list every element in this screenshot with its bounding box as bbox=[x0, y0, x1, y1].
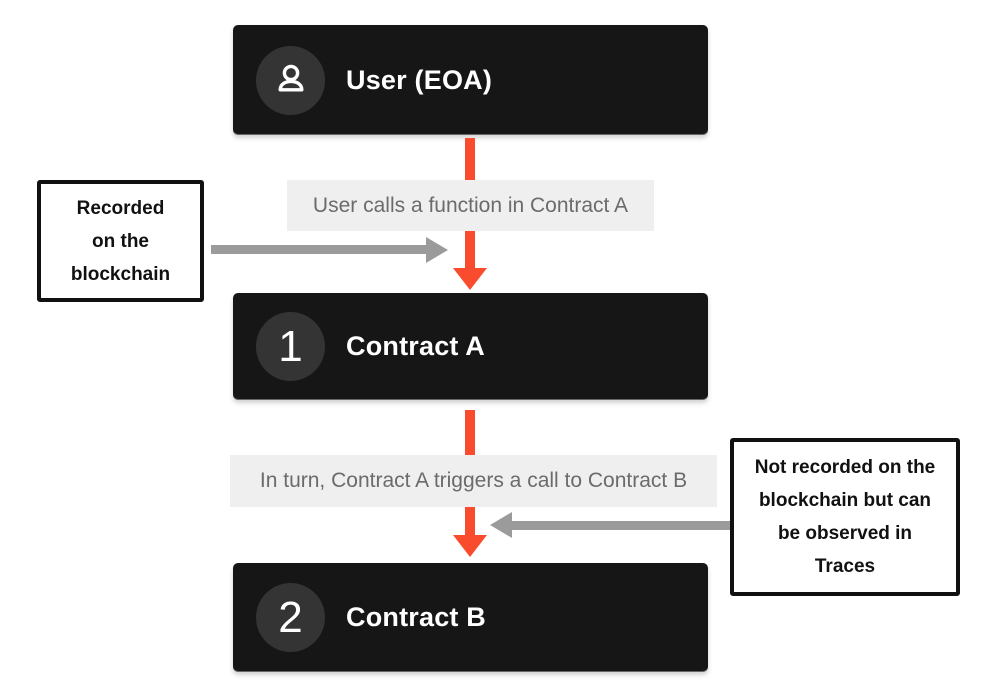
user-icon bbox=[278, 64, 303, 92]
flow-arrow-segment bbox=[465, 231, 475, 269]
arrow-down-icon bbox=[453, 535, 487, 557]
node-title-contract-a: Contract A bbox=[346, 331, 486, 361]
step-number: 1 bbox=[278, 321, 303, 371]
arrow-right-icon bbox=[426, 237, 448, 263]
step-number: 2 bbox=[278, 592, 303, 642]
node-title-user: User (EOA) bbox=[346, 64, 493, 95]
edge-label-user-to-a: User calls a function in Contract A bbox=[287, 180, 654, 231]
node-title-contract-b: Contract B bbox=[346, 602, 487, 632]
annotation-line: blockchain bbox=[70, 263, 171, 285]
node-user-eoa: User (EOA) bbox=[233, 25, 708, 135]
user-avatar-badge bbox=[256, 45, 325, 115]
annotation-line: Recorded bbox=[76, 197, 165, 219]
node-contract-a: 1 Contract A bbox=[233, 293, 708, 400]
step-1-badge: 1 bbox=[256, 312, 325, 381]
annotation-recorded-on-chain: Recorded on the blockchain bbox=[37, 180, 204, 302]
edge-label-a-to-b: In turn, Contract A triggers a call to C… bbox=[230, 455, 717, 507]
arrow-down-icon bbox=[453, 268, 487, 290]
node-contract-b: 2 Contract B bbox=[233, 563, 708, 672]
annotation-line: on the bbox=[92, 230, 149, 252]
annotation-line: be observed in bbox=[777, 523, 913, 544]
annotation-observed-in-traces: Not recorded on the blockchain but can b… bbox=[730, 438, 960, 596]
annotation-line: Not recorded on the bbox=[754, 457, 936, 478]
annotation-line: Traces bbox=[814, 556, 876, 577]
arrow-left-icon bbox=[490, 512, 512, 538]
annotation-arrow-shaft bbox=[211, 245, 427, 254]
annotation-line: blockchain but can bbox=[758, 490, 932, 511]
step-2-badge: 2 bbox=[256, 583, 325, 652]
flow-arrow-segment bbox=[465, 138, 475, 182]
flow-arrow-segment bbox=[465, 507, 475, 536]
flow-arrow-segment bbox=[465, 410, 475, 455]
annotation-arrow-shaft bbox=[511, 521, 730, 530]
